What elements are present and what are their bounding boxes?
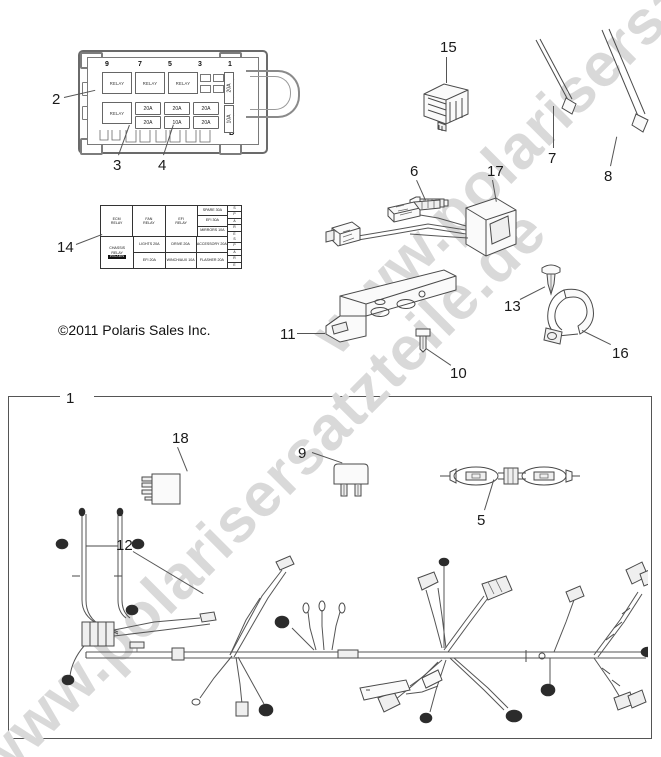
main-box-label-gap (60, 390, 94, 402)
main-wire-harness-drawing (55, 507, 648, 724)
decal-cell-chassis-relay: CHASSIS RELAY POLARIS (101, 237, 135, 268)
fuse-block-relay-4: RELAY (102, 102, 132, 124)
decal-cell-winch-aux-10a: WINCH/AUX 10A (166, 257, 195, 262)
fuse-block-column-5: 5 (168, 61, 172, 68)
decal-side-letter-e2: E (233, 262, 236, 267)
fuse-lower-3: 20A (193, 116, 219, 129)
decal-stack-spare: SPARE 30A EFI 30A MIRRORS 10A (197, 206, 227, 237)
callout-10: 10 (450, 365, 467, 382)
callout-3: 3 (113, 157, 122, 174)
decal-cell-efi-relay: EFI RELAY (165, 206, 198, 237)
decal-side-letter-e1: E (233, 231, 236, 236)
callout-11: 11 (280, 326, 296, 343)
decal-cell-flasher-20a: FLASHER 20A (199, 257, 224, 262)
fuse-block-column-3: 3 (198, 61, 202, 68)
callout-13: 13 (504, 298, 521, 315)
fuse-block-bracket-outer (246, 70, 300, 118)
relay-illustration (141, 473, 181, 505)
callout-4: 4 (158, 157, 167, 174)
fuse-block-blank-1 (200, 74, 211, 82)
decal-stack-drive-winch: DRIVE 20A WINCH/AUX 10A (165, 237, 197, 268)
connector-module-illustration (423, 83, 469, 132)
callout-10-leader (425, 348, 452, 366)
decal-cell-spare-30a: SPARE 30A (197, 206, 227, 217)
fuse-block-bottom-pins (99, 130, 211, 143)
fuse-block-column-9: 9 (105, 61, 109, 68)
fuse-lower-1: 20A (135, 116, 161, 129)
cable-tie-xlong-illustration (601, 28, 649, 133)
callout-9: 9 (298, 445, 307, 462)
callout-11-leader (297, 333, 325, 334)
decal-side-letter-p2: P (228, 243, 241, 250)
fuse-block-bracket-inner (250, 76, 291, 110)
fuse-block-relay-3: RELAY (168, 72, 198, 94)
polaris-logo-decal: POLARIS (107, 254, 127, 259)
fuse-block-illustration: 9 7 5 3 1 A B C D RELAY RELAY RELAY RELA… (78, 50, 300, 155)
callout-17: 17 (487, 163, 504, 180)
fuse-upper-3: 20A (193, 102, 219, 115)
decal-row-lower: CHASSIS RELAY POLARIS LIGHTS 20A EFI 20A… (101, 237, 241, 268)
callout-14-leader (75, 233, 103, 245)
decal-side-letter-r1: R (228, 225, 241, 232)
decal-cell-ecm-relay: ECM RELAY (101, 206, 134, 237)
callout-15-leader (446, 57, 447, 83)
fuse-block-blank-2 (213, 74, 224, 82)
decal-side-letter-r2: R (228, 256, 241, 263)
copyright-notice: ©2011 Polaris Sales Inc. (58, 322, 211, 338)
ecu-bracket-illustration (325, 269, 457, 343)
voltage-regulator-harness-illustration (325, 197, 517, 257)
callout-7: 7 (548, 150, 557, 167)
callout-15: 15 (440, 39, 457, 56)
decal-side-letter-p1: P (228, 212, 241, 219)
fuse-upper-2: 20A (164, 102, 190, 115)
decal-row-upper: ECM RELAY FAN RELAY EFI RELAY SPARE 30A … (101, 206, 241, 237)
decal-cell-fan-relay: FAN RELAY (133, 206, 166, 237)
cable-clamp-illustration (543, 288, 594, 345)
fuse-block-side-fuse-20a: 20A (224, 72, 234, 104)
fuse-block-relay-2: RELAY (135, 72, 165, 94)
rivet-illustration (415, 328, 431, 353)
callout-8: 8 (604, 168, 613, 185)
decal-cell-mirrors-10a: MIRRORS 10A (200, 228, 225, 233)
push-rivet-illustration (541, 264, 561, 296)
cable-tie-long-illustration (535, 38, 577, 115)
decal-side-letter-s2: S (228, 237, 241, 244)
decal-side-spare-upper: S P A R E (227, 206, 241, 237)
diode-two-pin-illustration (333, 463, 369, 497)
fuse-block-column-1: 1 (228, 61, 232, 68)
decal-side-letter-a2: A (228, 250, 241, 257)
decal-stack-lights-efi: LIGHTS 20A EFI 20A (134, 237, 166, 268)
fuse-lower-2: 10A (164, 116, 190, 129)
callout-14: 14 (57, 239, 74, 256)
decal-cell-drive-20a: DRIVE 20A (165, 237, 196, 253)
fuse-block-column-7: 7 (138, 61, 142, 68)
decal-side-spare-lower: S P A R E (227, 237, 241, 268)
fuse-block-blank-4 (213, 85, 224, 93)
fuse-block-relay-1: RELAY (102, 72, 132, 94)
callout-18: 18 (172, 430, 189, 447)
fuse-block-decal-table: ECM RELAY FAN RELAY EFI RELAY SPARE 30A … (100, 205, 242, 269)
callout-7-leader (553, 106, 554, 148)
decal-cell-lights-20a: LIGHTS 20A (134, 237, 165, 253)
callout-1: 1 (66, 390, 75, 407)
decal-side-letter-a1: A (228, 219, 241, 226)
decal-cell-efi-20a: EFI 20A (142, 257, 156, 262)
inline-fuse-holder-illustration (440, 466, 580, 486)
callout-5: 5 (477, 512, 486, 529)
fuse-block-side-fuse-10a: 10A (224, 105, 234, 133)
callout-6: 6 (410, 163, 419, 180)
callout-16: 16 (612, 345, 629, 362)
decal-cell-efi-30a: EFI 30A (197, 216, 227, 227)
callout-2: 2 (52, 91, 61, 108)
decal-cell-accessory-20a: ACCESSORY 20A (196, 237, 227, 253)
callout-12: 12 (116, 537, 133, 554)
fuse-block-blank-3 (200, 85, 211, 93)
fuse-upper-1: 20A (135, 102, 161, 115)
decal-stack-accessory-flasher: ACCESSORY 20A FLASHER 20A (196, 237, 227, 268)
main-harness-group-box (8, 396, 652, 739)
decal-side-letter-s1: S (228, 206, 241, 213)
